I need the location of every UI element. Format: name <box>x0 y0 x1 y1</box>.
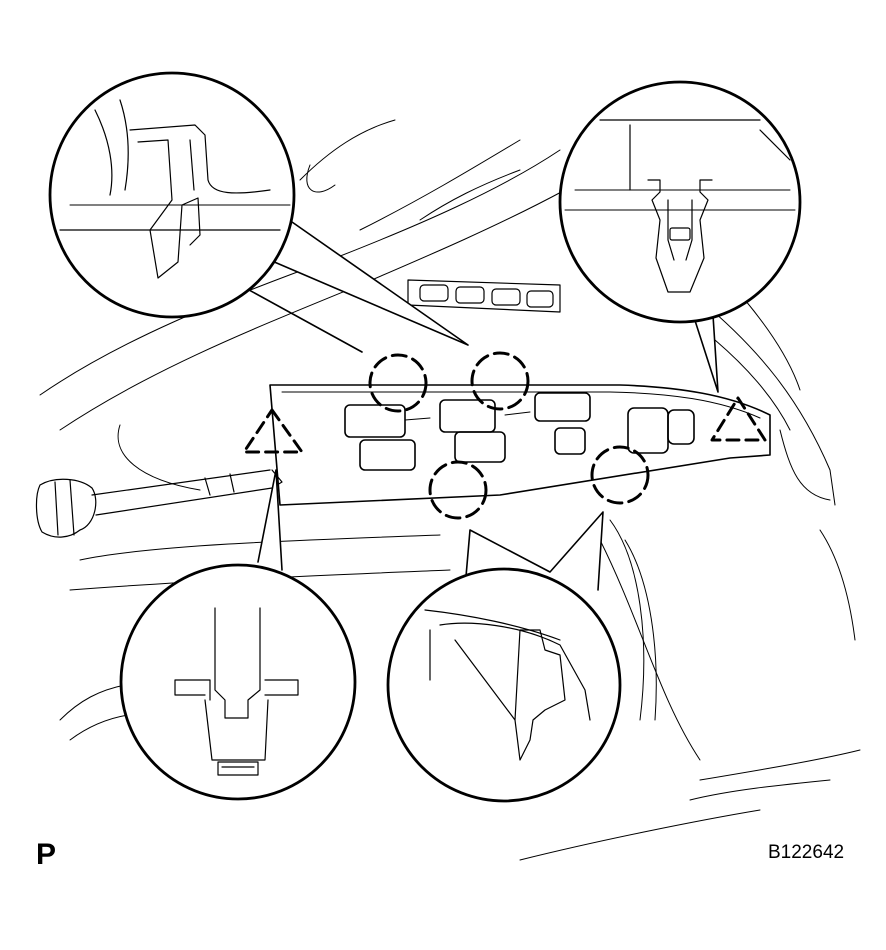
power-window-switch-panel <box>269 384 771 506</box>
claw-marker-1 <box>368 353 428 413</box>
corner-letter: P <box>36 838 57 871</box>
claw-marker-2 <box>470 351 530 411</box>
clip-markers <box>242 396 767 454</box>
pointer-lower-left <box>257 469 283 571</box>
pointer-upper-right <box>689 299 719 393</box>
detail-view-lower-left <box>119 563 357 801</box>
detail-view-upper-right <box>558 80 802 324</box>
detail-view-upper-left <box>48 71 296 319</box>
pointer-upper-left-b <box>239 284 363 353</box>
pointer-upper-left <box>264 214 469 346</box>
claw-marker-3 <box>428 460 488 520</box>
clip-marker-right <box>710 396 767 442</box>
figure-id: B122642 <box>768 842 845 863</box>
claw-markers <box>368 351 650 520</box>
small-switch-cluster <box>407 279 561 313</box>
clip-marker-left <box>242 408 304 454</box>
screwdriver-tool <box>35 469 283 538</box>
detail-view-lower-right <box>386 567 622 803</box>
claw-marker-4 <box>590 445 650 505</box>
